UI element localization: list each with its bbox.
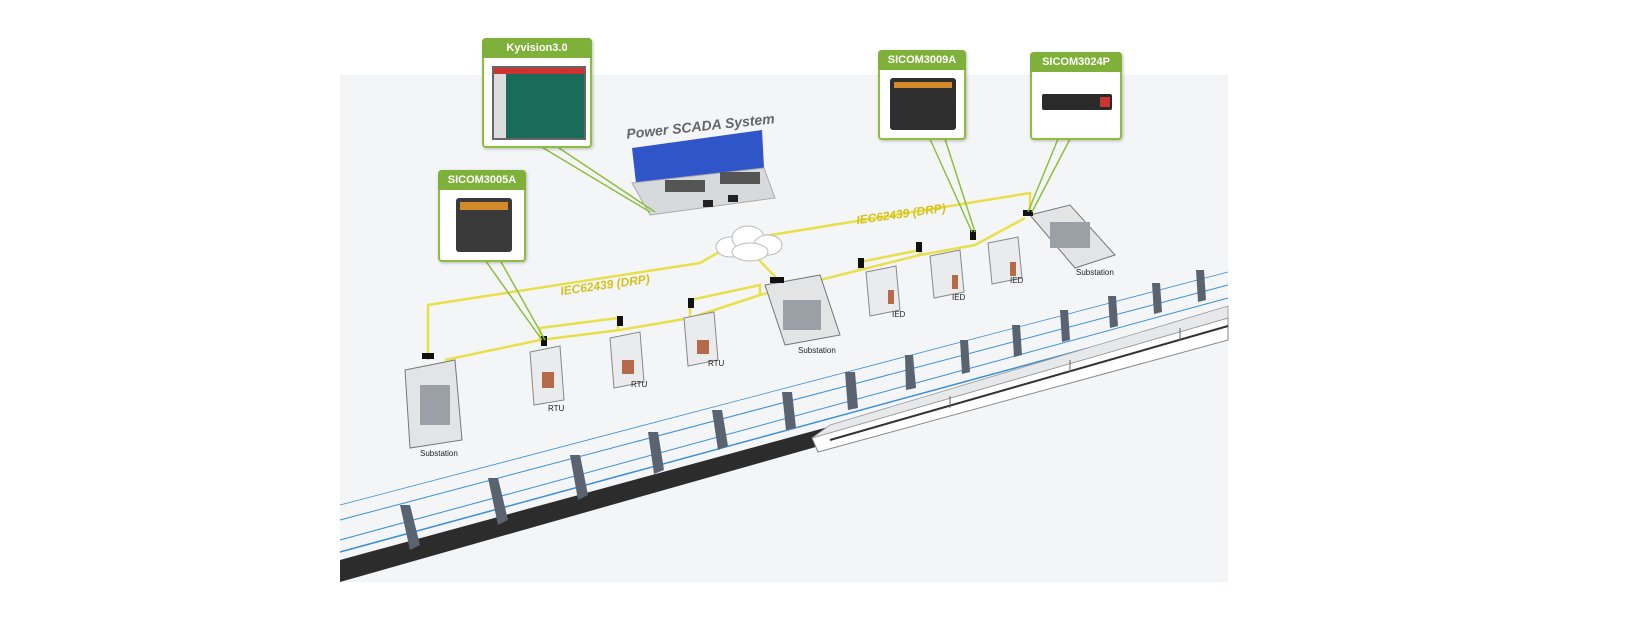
substation-3-shape [1023,204,1116,269]
ied-3-shape [970,230,1023,285]
callout-kyvision: Kyvision3.0 [482,38,592,148]
callout-kyvision-title: Kyvision3.0 [482,38,592,58]
callout-pointers [484,138,1071,341]
sicom3005a-device-image [456,198,512,252]
sicom3009a-device-image [890,78,956,130]
label-ied-2: IED [952,293,966,302]
kyvision-screen-image [492,66,586,140]
label-ied-1: IED [892,310,906,319]
substation-2-shape [764,274,841,346]
label-substation-3: Substation [1076,268,1114,277]
catenary-poles [400,270,1206,550]
label-rtu-2: RTU [631,380,648,389]
label-rtu-3: RTU [708,359,725,368]
label-substation-1: Substation [420,449,458,458]
callout-sicom3024p: SICOM3024P [1030,52,1122,140]
ied-1-shape [858,258,901,317]
rtu-3-shape [683,298,719,367]
ied-2-shape [916,242,965,299]
callout-sicom3009a: SICOM3009A [878,50,966,140]
rtu-1-shape [529,336,565,406]
rtu-2-shape [609,316,645,389]
callout-sicom3009a-title: SICOM3009A [878,50,966,70]
label-rtu-1: RTU [548,404,565,413]
callout-sicom3024p-title: SICOM3024P [1030,52,1122,72]
callout-sicom3005a-title: SICOM3005A [438,170,526,190]
high-speed-train [811,305,1229,453]
network-cloud [715,225,783,262]
callout-sicom3005a: SICOM3005A [438,170,526,262]
label-substation-2: Substation [798,346,836,355]
substation-1-shape [404,353,463,449]
sicom3024p-device-image [1042,94,1112,110]
label-ied-3: IED [1010,276,1024,285]
